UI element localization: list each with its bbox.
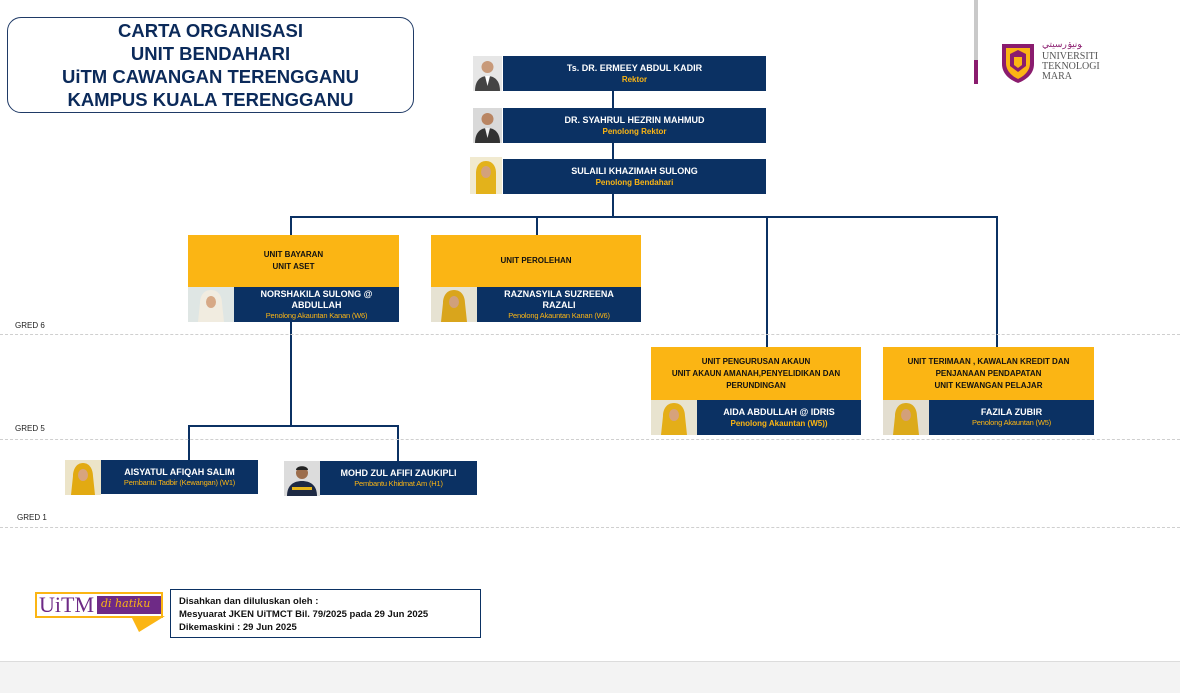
logo-main-text: UiTM [39,592,94,617]
grade-label-1: GRED 1 [17,513,47,522]
person-female-icon [651,400,697,435]
connector-drop-2 [536,216,538,236]
person-name: DR. SYAHRUL HEZRIN MAHMUD [564,114,705,125]
connector-drop-4 [996,216,998,348]
person-name: MOHD ZUL AFIFI ZAUKIPLI [340,467,457,478]
logo-line-1: UNIVERSITI [1042,51,1099,62]
title-line-4: KAMPUS KUALA TERENGGANU [67,89,354,110]
person-card-penolong-bendahari: SULAILI KHAZIMAH SULONG Penolong Bendaha… [503,159,766,194]
avatar-penolong-bendahari [470,157,502,194]
person-female-icon [431,287,477,322]
person-card-unit-4: FAZILA ZUBIR Penolong Akauntan (W5) [929,400,1094,435]
connector-top-spine [612,91,614,218]
decor-bar-accent [974,60,978,84]
uitm-logo: ﻮنيۏرسيتي UNIVERSITI TEKNOLOGI MARA [1000,40,1110,86]
uitm-crest-icon [1002,44,1034,83]
person-name: AIDA ABDULLAH @ IDRIS [723,406,835,417]
unit-label: UNIT BAYARAN [263,250,324,259]
unit-label: PENJANAAN PENDAPATAN [935,368,1042,378]
person-card-penolong-rektor: DR. SYAHRUL HEZRIN MAHMUD Penolong Rekto… [503,108,766,143]
connector-staff-1 [188,425,190,460]
connector-drop-3 [766,216,768,348]
unit-box-terimaan: UNIT TERIMAAN , KAWALAN KREDIT DAN PENJA… [883,347,1094,400]
person-female-icon [188,287,234,322]
avatar-unit-2 [431,287,477,322]
avatar-unit-3 [651,400,697,435]
person-role: Penolong Akauntan Kanan (W6) [508,310,610,320]
approval-note: Disahkan dan diluluskan oleh : Mesyuarat… [170,589,481,638]
connector-drop-1 [290,216,292,236]
chart-title-box: CARTA ORGANISASI UNIT BENDAHARI UiTM CAW… [7,17,414,113]
speech-tail-icon [131,616,165,632]
grade-label-5: GRED 5 [15,424,45,433]
unit-box-bayaran-aset: UNIT BAYARAN UNIT ASET [188,235,399,287]
person-male-icon [473,108,502,143]
person-female-icon [470,157,502,194]
avatar-staff-2 [284,461,320,496]
person-female-icon [883,400,929,435]
title-line-1: CARTA ORGANISASI [118,20,303,41]
grade-divider-6 [0,334,1180,335]
unit-box-pengurusan-akaun: UNIT PENGURUSAN AKAUN UNIT AKAUN AMANAH,… [651,347,861,400]
unit-label: UNIT ASET [272,262,315,271]
grade-divider-5 [0,439,1180,440]
logo-line-2: TEKNOLOGI [1042,61,1100,72]
unit-label: UNIT TERIMAAN , KAWALAN KREDIT DAN [907,356,1070,366]
connector-horizontal-main [290,216,998,218]
logo-line-3: MARA [1042,71,1073,82]
person-name: Ts. DR. ERMEEY ABDUL KADIR [566,62,703,73]
approval-line-1: Disahkan dan diluluskan oleh : [179,596,319,607]
person-name: NORSHAKILA SULONG @ ABDULLAH [260,288,373,310]
connector-unit1-down [290,322,292,426]
logo-script-badge [97,596,161,614]
approval-line-2: Mesyuarat JKEN UiTMCT Bil. 79/2025 pada … [179,609,429,620]
person-role: Pembantu Khidmat Am (H1) [354,478,443,488]
person-role: Penolong Akauntan (W5)) [730,418,828,428]
person-name: SULAILI KHAZIMAH SULONG [571,165,698,176]
unit-label: UNIT PENGURUSAN AKAUN [701,356,811,366]
avatar-rektor [473,56,502,91]
person-card-staff-2: MOHD ZUL AFIFI ZAUKIPLI Pembantu Khidmat… [320,461,477,495]
uitm-di-hatiku-logo: UiTM di hatiku [35,592,165,636]
person-card-unit-1: NORSHAKILA SULONG @ ABDULLAH Penolong Ak… [234,287,399,322]
unit-label: UNIT AKAUN AMANAH,PENYELIDIKAN DAN [671,368,841,378]
connector-staff-horizontal [188,425,399,427]
person-name: RAZNASYILA SUZREENA RAZALI [504,288,614,310]
person-card-staff-1: AISYATUL AFIQAH SALIM Pembantu Tadbir (K… [101,460,258,494]
unit-label: UNIT PEROLEHAN [500,256,572,265]
approval-line-3: Dikemaskini : 29 Jun 2025 [179,622,297,633]
person-male-icon [284,461,320,496]
logo-script: ﻮنيۏرسيتي [1042,40,1082,50]
person-role: Penolong Akauntan (W5) [972,418,1051,427]
person-male-icon [473,56,502,91]
person-role: Penolong Bendahari [595,177,674,187]
person-female-icon [65,460,101,495]
person-role: Rektor [621,74,648,84]
unit-label: PERUNDINGAN [726,380,786,390]
person-card-unit-3: AIDA ABDULLAH @ IDRIS Penolong Akauntan … [697,400,861,435]
person-role: Penolong Akauntan Kanan (W6) [265,310,368,320]
bottom-toolbar-strip [0,661,1180,693]
person-name: FAZILA ZUBIR [980,407,1043,417]
avatar-unit-1 [188,287,234,322]
unit-box-perolehan: UNIT PEROLEHAN [431,235,641,287]
decor-bar [974,0,978,84]
person-card-unit-2: RAZNASYILA SUZREENA RAZALI Penolong Akau… [477,287,641,322]
person-role: Penolong Rektor [602,126,667,136]
title-line-2: UNIT BENDAHARI [130,43,291,64]
avatar-staff-1 [65,460,101,495]
unit-label: UNIT KEWANGAN PELAJAR [934,380,1043,390]
grade-divider-1 [0,527,1180,528]
grade-label-6: GRED 6 [15,321,45,330]
connector-staff-2 [397,425,399,461]
person-card-rektor: Ts. DR. ERMEEY ABDUL KADIR Rektor [503,56,766,91]
logo-script-text: di hatiku [101,597,151,610]
avatar-penolong-rektor [473,108,502,143]
person-role: Pembantu Tadbir (Kewangan) (W1) [123,477,236,487]
person-name: AISYATUL AFIQAH SALIM [124,466,235,477]
title-line-3: UiTM CAWANGAN TERENGGANU [61,66,360,87]
avatar-unit-4 [883,400,929,435]
